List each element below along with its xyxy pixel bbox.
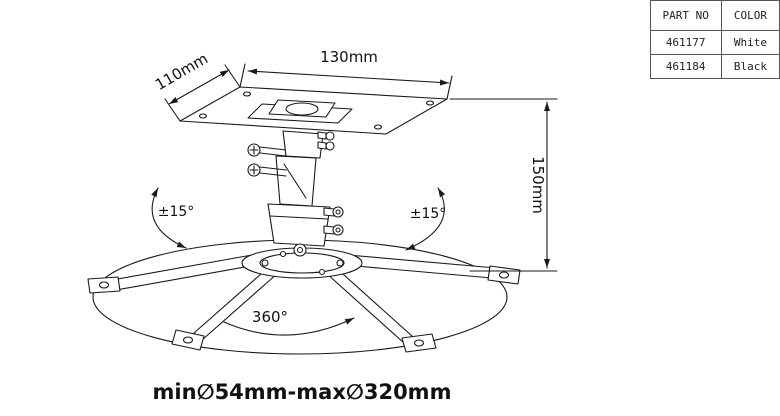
dim-150 bbox=[449, 98, 558, 272]
foot-front-right-hole bbox=[413, 339, 425, 347]
part-no-black: 461184 bbox=[649, 54, 722, 79]
part-color-white: White bbox=[720, 30, 780, 55]
parts-table-header-row: PART NO COLOR bbox=[649, 0, 780, 31]
table-row: 461177 White bbox=[649, 30, 780, 55]
swivel-arc bbox=[223, 317, 355, 336]
foot-right-hole bbox=[498, 271, 510, 279]
table-row: 461184 Black bbox=[649, 54, 780, 79]
hinge-bolt-stem-1 bbox=[323, 207, 335, 217]
tilt-arc-left bbox=[151, 187, 187, 249]
dim-110 bbox=[164, 64, 241, 122]
label-swivel: 360° bbox=[252, 308, 288, 326]
part-color-black: Black bbox=[720, 54, 780, 79]
label-150mm: 150mm bbox=[529, 156, 547, 214]
label-130mm: 130mm bbox=[320, 48, 378, 66]
hinge-line bbox=[269, 215, 329, 220]
leg-left bbox=[111, 254, 257, 291]
parts-table: PART NO COLOR 461177 White 461184 Black bbox=[649, 0, 780, 79]
foot-front-left-hole bbox=[182, 336, 194, 344]
leg-right bbox=[343, 254, 497, 279]
label-diameter-range: min∅54mm-max∅320mm bbox=[153, 380, 452, 404]
foot-left-hole bbox=[98, 281, 110, 289]
dim-130 bbox=[239, 63, 453, 100]
support-legs bbox=[87, 254, 521, 353]
mid-bracket-strut bbox=[283, 163, 307, 199]
part-no-white: 461177 bbox=[649, 30, 722, 55]
label-tilt-left: ±15° bbox=[158, 204, 195, 220]
rotation-plate bbox=[241, 247, 363, 279]
mount-neck bbox=[282, 130, 335, 159]
label-110mm: 110mm bbox=[152, 49, 211, 94]
hinge-bolt-stem-2 bbox=[323, 225, 335, 235]
neck-bolt-1 bbox=[325, 131, 335, 141]
parts-col-partno: PART NO bbox=[649, 0, 722, 31]
leg-front-left bbox=[193, 265, 279, 341]
plate-collar-hole bbox=[285, 102, 319, 116]
hinge-body bbox=[267, 203, 331, 247]
neck-bolt-2 bbox=[325, 141, 335, 151]
mid-bracket bbox=[275, 155, 317, 207]
parts-col-color: COLOR bbox=[720, 0, 780, 31]
leg-front-right bbox=[325, 265, 413, 344]
mount-column bbox=[247, 143, 344, 257]
label-tilt-right: ±15° bbox=[410, 206, 447, 222]
tilt-arc-right bbox=[405, 187, 446, 251]
ceiling-plate bbox=[179, 86, 448, 135]
